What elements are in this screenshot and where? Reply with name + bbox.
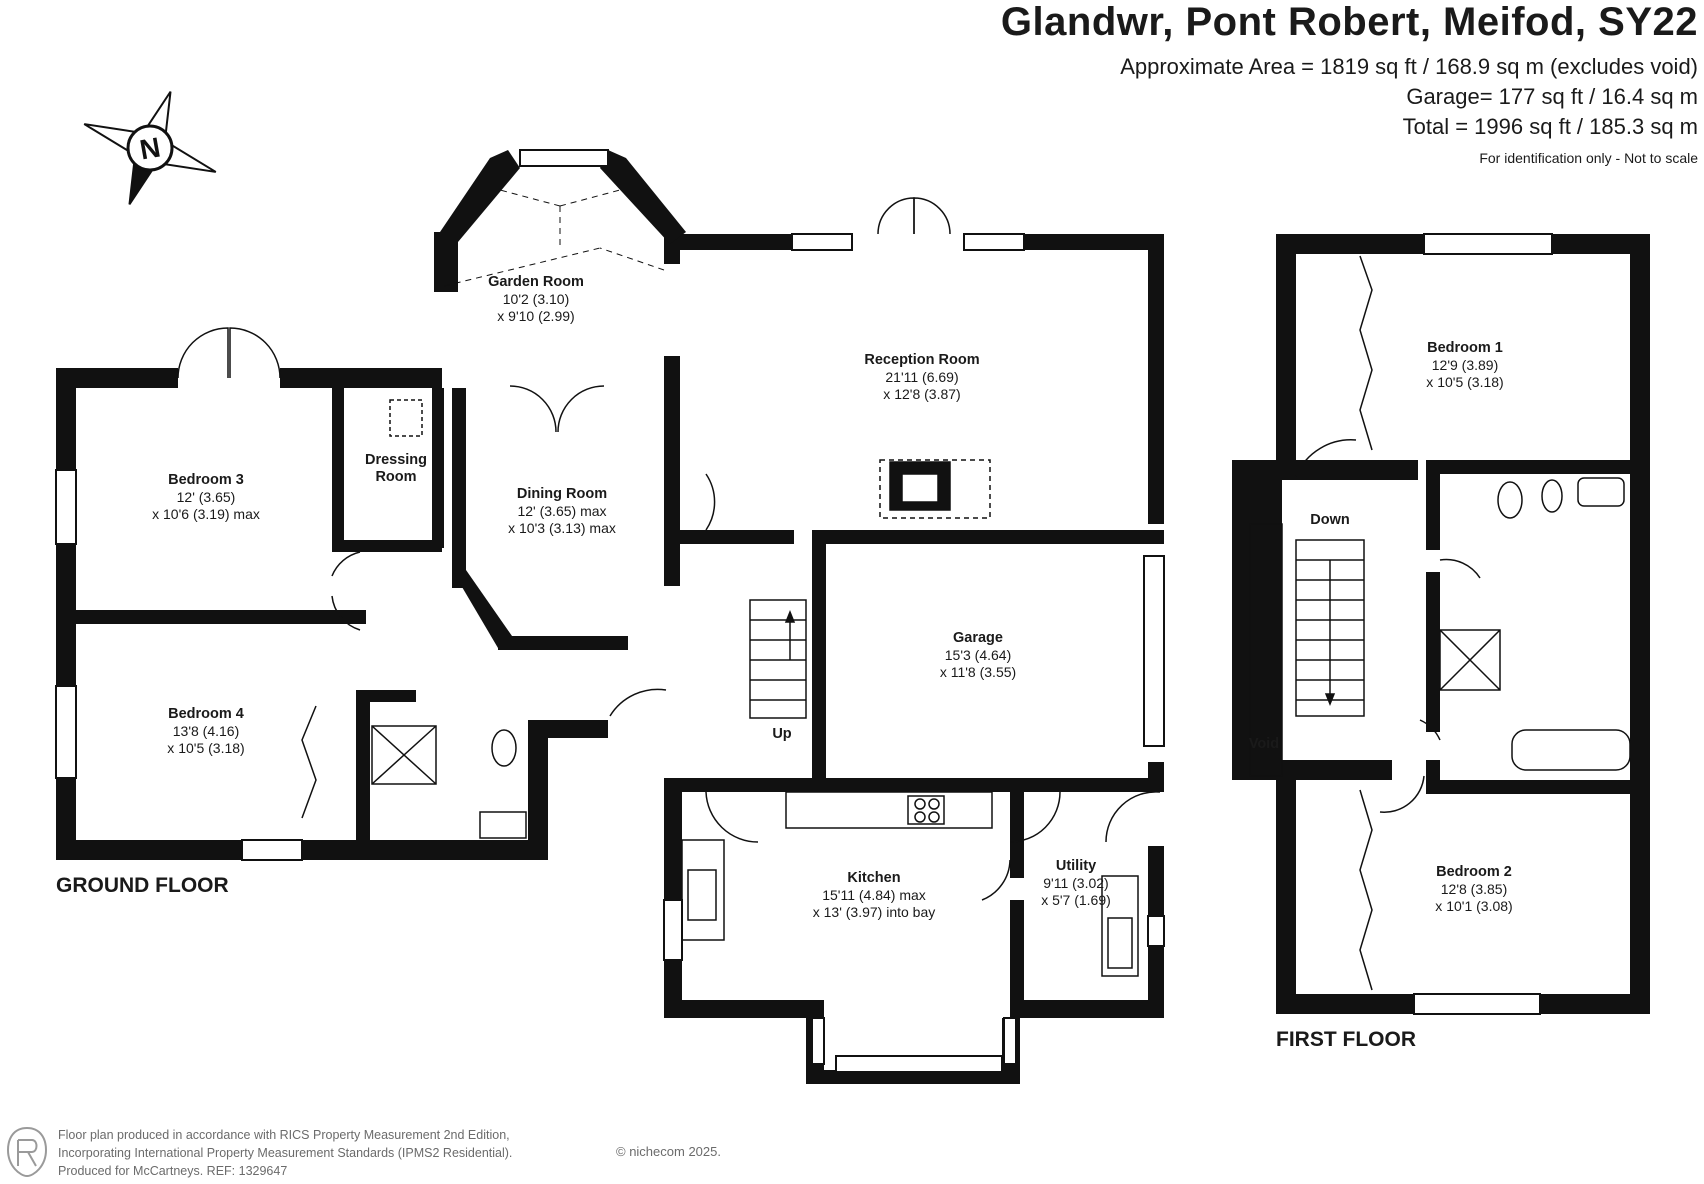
approximate-area: Approximate Area = 1819 sq ft / 168.9 sq…	[1120, 54, 1698, 79]
room-kitchen: Kitchen 15'11 (4.84) max x 13' (3.97) in…	[813, 870, 936, 921]
ground-floor-dashed	[443, 189, 665, 287]
room-dim: 12'8 (3.85)	[1440, 881, 1508, 897]
room-name: Garden Room	[488, 274, 584, 290]
footer-line: Incorporating International Property Mea…	[58, 1146, 513, 1160]
room-dim: x 10'6 (3.19) max	[152, 506, 260, 522]
room-bedroom-3: Bedroom 3 12' (3.65) x 10'6 (3.19) max	[152, 472, 260, 523]
stair-label: Up	[772, 726, 792, 742]
room-dim: 12' (3.65) max	[517, 503, 607, 519]
ground-floor-doors	[177, 197, 1161, 901]
compass-north-icon: N	[83, 91, 217, 205]
page-title: Glandwr, Pont Robert, Meifod, SY22	[1000, 0, 1698, 44]
room-dim: 15'11 (4.84) max	[822, 887, 926, 903]
room-dining-room: Dining Room 12' (3.65) max x 10'3 (3.13)…	[508, 486, 616, 537]
room-name: Bedroom 1	[1427, 340, 1503, 356]
footer-line: Produced for McCartneys. REF: 1329647	[58, 1164, 288, 1178]
room-dim: x 11'8 (3.55)	[939, 664, 1017, 680]
copyright: © nichecom 2025.	[616, 1144, 721, 1159]
first-floor-label: FIRST FLOOR	[1276, 1028, 1416, 1051]
room-reception-room: Reception Room 21'11 (6.69) x 12'8 (3.87…	[864, 352, 979, 403]
room-bedroom-2: Bedroom 2 12'8 (3.85) x 10'1 (3.08)	[1435, 864, 1512, 915]
ground-floor-windows	[55, 149, 1165, 1073]
room-dim: x 12'8 (3.87)	[883, 386, 961, 402]
room-dim: 9'11 (3.02)	[1043, 875, 1109, 891]
room-dim: x 10'3 (3.13) max	[508, 520, 616, 536]
void-text: Void	[1248, 736, 1280, 752]
room-dim: x 10'1 (3.08)	[1435, 898, 1513, 914]
footer-line: Floor plan produced in accordance with R…	[58, 1128, 510, 1142]
room-dim: 10'2 (3.10)	[502, 291, 570, 307]
room-dim: 13'8 (4.16)	[172, 723, 240, 739]
void-label: Void	[1249, 736, 1279, 753]
room-name: Bedroom 4	[168, 706, 244, 722]
room-name: Dining Room	[516, 486, 608, 502]
first-floor-windows	[1413, 233, 1553, 1015]
room-dim: x 9'10 (2.99)	[497, 308, 575, 324]
room-garage: Garage 15'3 (4.64) x 11'8 (3.55)	[940, 630, 1016, 681]
room-dim: 15'3 (4.64)	[944, 647, 1012, 663]
footer-notes: Floor plan produced in accordance with R…	[58, 1126, 512, 1180]
room-dressing-room: Dressing Room	[356, 452, 436, 486]
room-utility: Utility 9'11 (3.02) x 5'7 (1.69)	[1041, 858, 1111, 909]
room-dim: x 13' (3.97) into bay	[812, 904, 936, 920]
room-name: Utility	[1055, 858, 1097, 874]
stair-label: Down	[1310, 512, 1350, 528]
wardrobe-zigzags	[301, 255, 1373, 991]
room-dim: 12' (3.65)	[176, 489, 236, 505]
room-dim: x 10'5 (3.18)	[1426, 374, 1504, 390]
ground-floor-fixtures	[371, 399, 1139, 977]
room-bedroom-4: Bedroom 4 13'8 (4.16) x 10'5 (3.18)	[167, 706, 244, 757]
stair-down-label: Down	[1310, 512, 1349, 529]
room-name: Reception Room	[864, 352, 980, 368]
room-name: Bedroom 2	[1436, 864, 1512, 880]
room-name: Bedroom 3	[168, 472, 244, 488]
total-area: Total = 1996 sq ft / 185.3 sq m	[1402, 114, 1698, 139]
ground-floor-walls	[56, 150, 1164, 1084]
room-bedroom-1: Bedroom 1 12'9 (3.89) x 10'5 (3.18)	[1426, 340, 1503, 391]
stair-up-label: Up	[772, 726, 791, 743]
ground-floor-label: GROUND FLOOR	[56, 874, 229, 897]
scale-note: For identification only - Not to scale	[1479, 150, 1698, 166]
room-name: Garage	[953, 630, 1003, 646]
rics-logo-icon	[6, 1126, 48, 1178]
room-dim: 12'9 (3.89)	[1431, 357, 1499, 373]
room-name: Dressing Room	[364, 452, 428, 485]
room-dim: x 10'5 (3.18)	[167, 740, 245, 756]
room-name: Kitchen	[847, 870, 901, 886]
room-dim: 21'11 (6.69)	[885, 369, 959, 385]
garage-area: Garage= 177 sq ft / 16.4 sq m	[1406, 84, 1698, 109]
room-dim: x 5'7 (1.69)	[1041, 892, 1111, 908]
first-floor-fixtures	[1249, 439, 1631, 813]
room-garden-room: Garden Room 10'2 (3.10) x 9'10 (2.99)	[488, 274, 584, 325]
